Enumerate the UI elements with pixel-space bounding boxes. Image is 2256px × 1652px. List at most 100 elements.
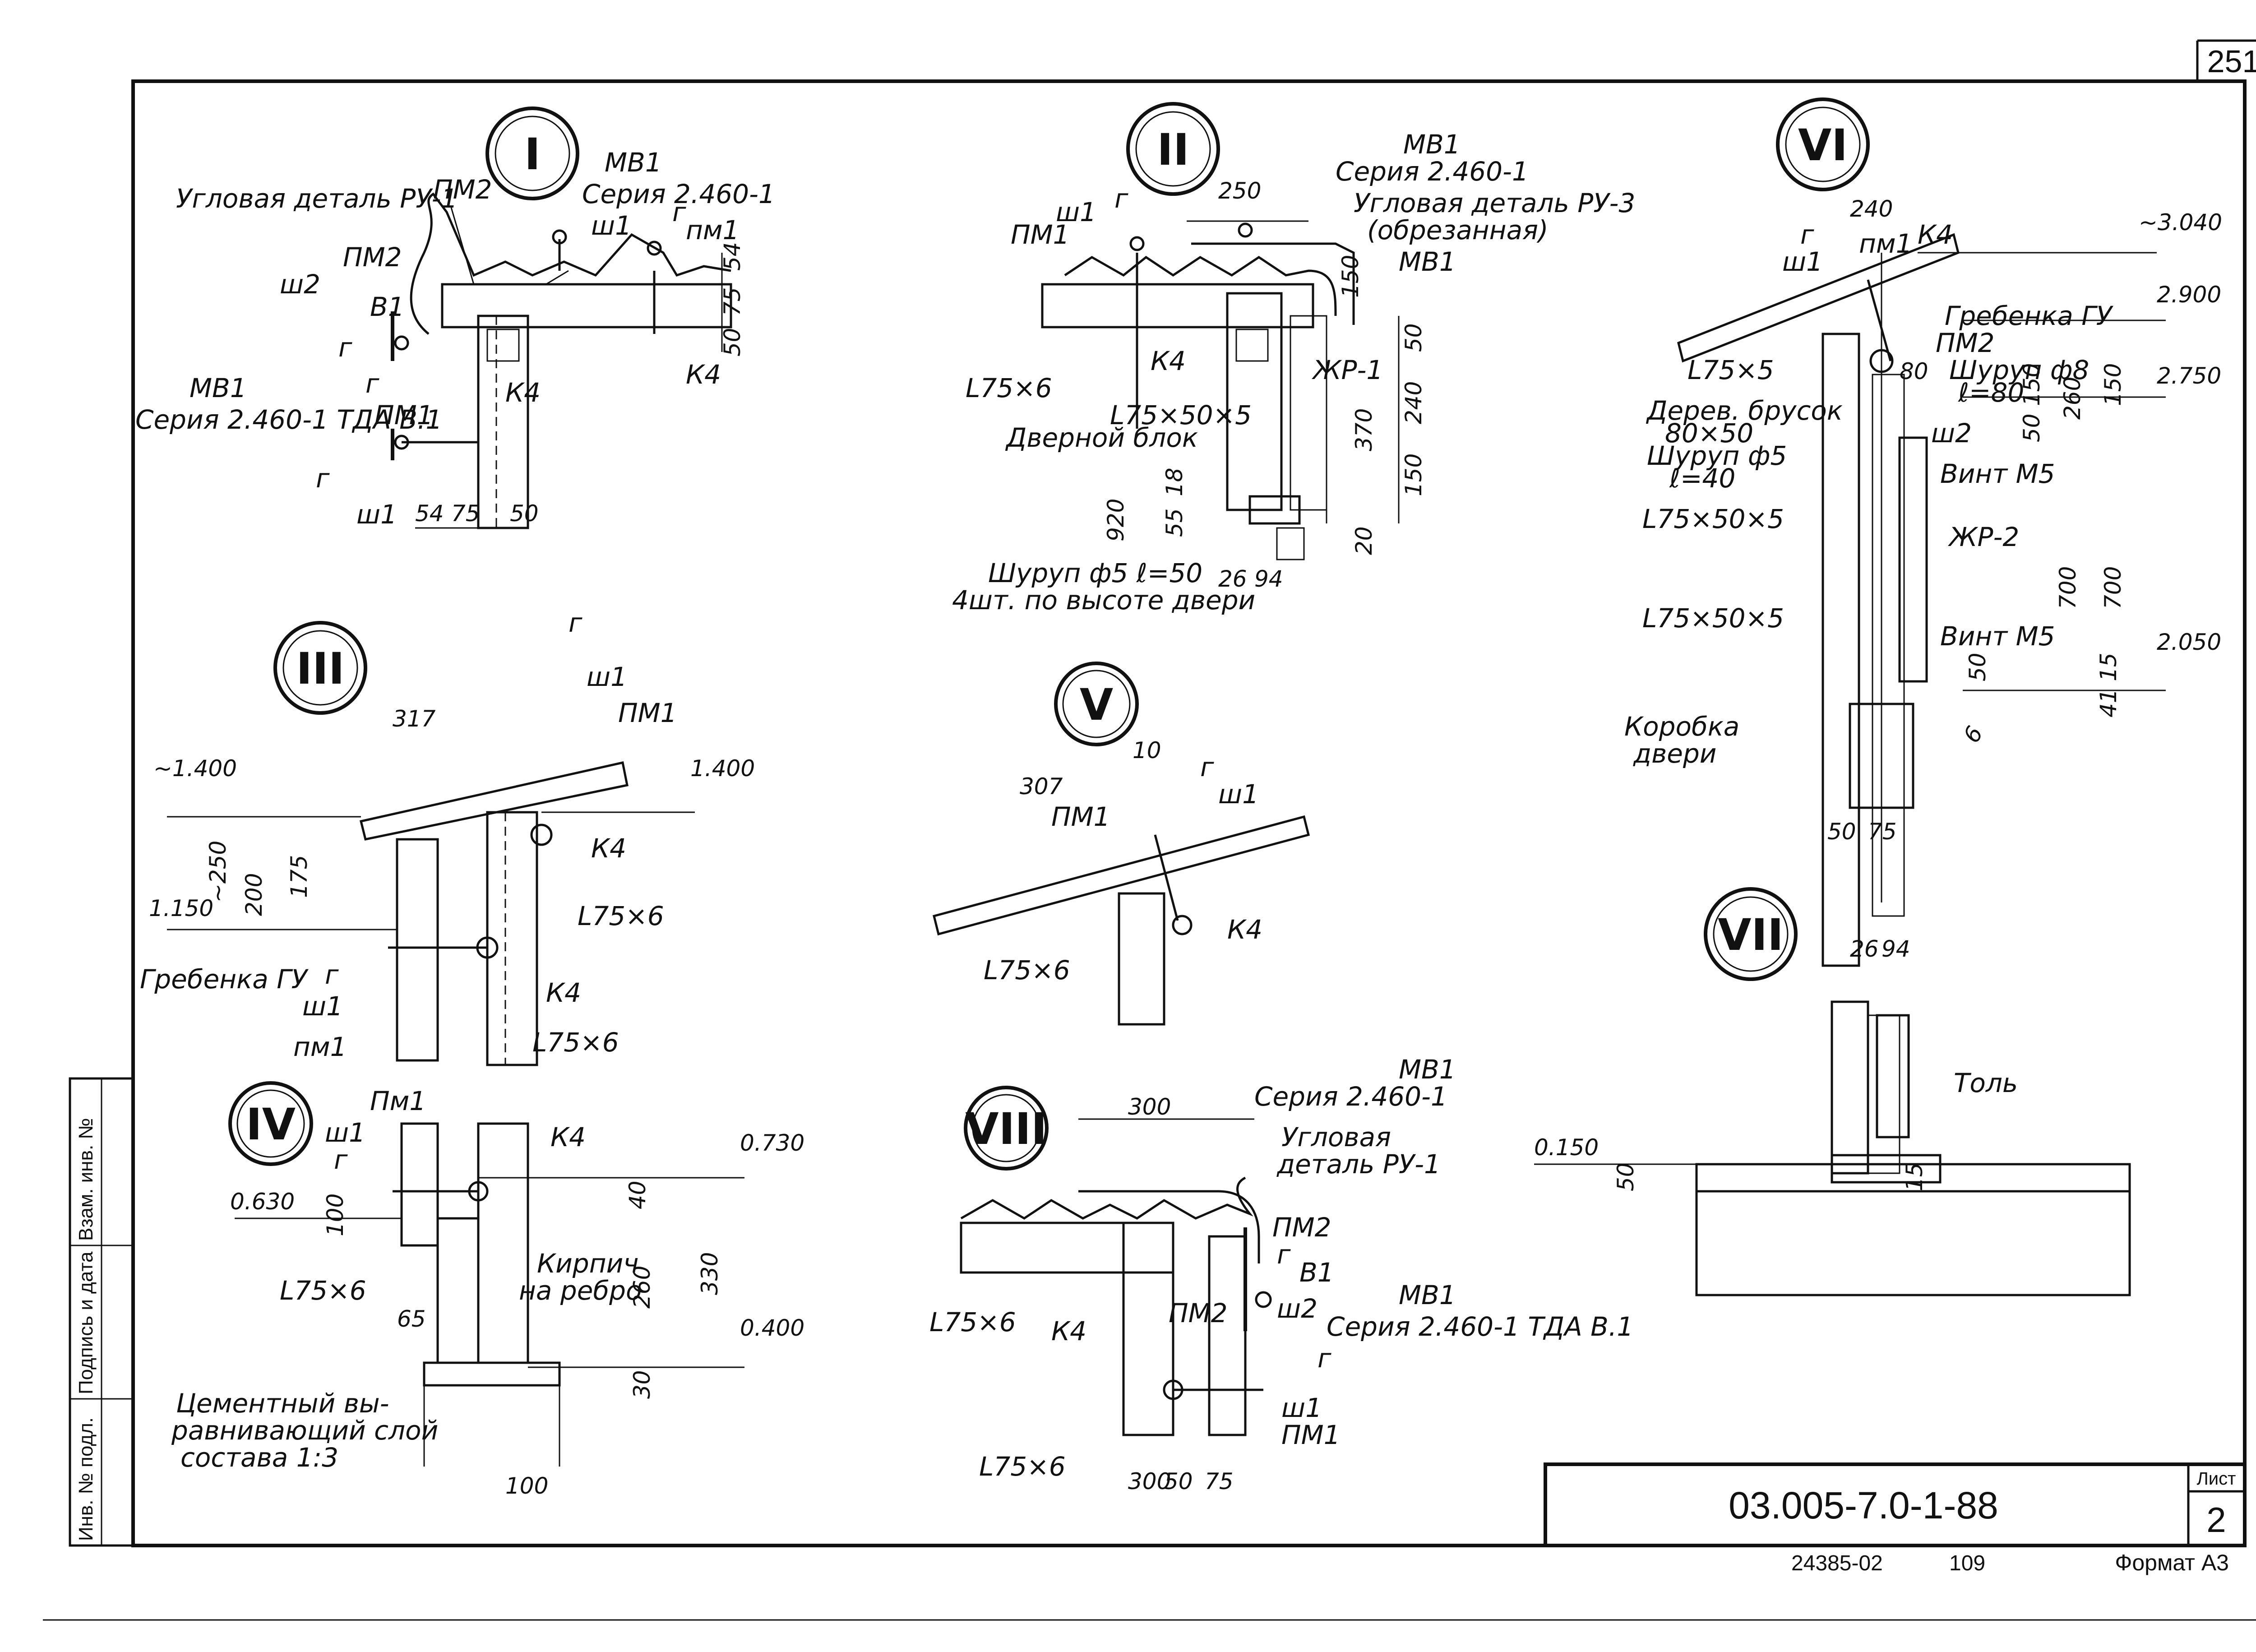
svg-text:ПМ1: ПМ1	[1051, 801, 1110, 832]
svg-text:75: 75	[719, 287, 745, 316]
svg-text:ℓ=80: ℓ=80	[1958, 377, 2024, 408]
svg-text:двери: двери	[1633, 738, 1716, 769]
detail-VIII-number: VIII	[965, 1104, 1047, 1154]
svg-text:Винт М5: Винт М5	[1940, 458, 2055, 489]
svg-text:30: 30	[629, 1370, 655, 1399]
svg-text:ш1: ш1	[587, 662, 627, 692]
svg-text:15: 15	[1901, 1162, 1928, 1191]
svg-text:4шт. по высоте двери: 4шт. по высоте двери	[952, 585, 1255, 615]
document-code: 03.005-7.0-1-88	[1729, 1484, 1998, 1527]
svg-text:ш1: ш1	[591, 210, 632, 241]
svg-text:L75×6: L75×6	[966, 373, 1052, 403]
detail-VI: VI г ш1 пм1 К4 Гребенка ГУ ПМ2 Шуруп ф8 …	[1624, 97, 2222, 967]
svg-text:пм1: пм1	[293, 1032, 347, 1062]
svg-text:100: 100	[322, 1194, 348, 1236]
svg-text:Серия 2.460-1: Серия 2.460-1	[1336, 156, 1529, 187]
svg-text:равнивающий слой: равнивающий слой	[171, 1415, 438, 1446]
svg-text:Серия 2.460-1: Серия 2.460-1	[1254, 1081, 1447, 1112]
svg-text:ПМ1: ПМ1	[618, 698, 677, 728]
svg-text:Коробка: Коробка	[1624, 711, 1739, 742]
svg-text:L75×50×5: L75×50×5	[1642, 504, 1784, 534]
svg-text:L75×6: L75×6	[984, 955, 1070, 986]
svg-text:50: 50	[719, 328, 745, 356]
svg-text:МВ1: МВ1	[190, 373, 247, 403]
svg-text:240: 240	[1401, 381, 1427, 424]
svg-text:50: 50	[1965, 652, 1991, 681]
svg-text:К4: К4	[550, 1122, 586, 1152]
sheet-label: Лист	[2197, 1469, 2236, 1489]
svg-text:деталь РУ-1: деталь РУ-1	[1276, 1149, 1441, 1180]
svg-text:ЖР-1: ЖР-1	[1312, 355, 1383, 385]
svg-text:Шуруп ф5 ℓ=50: Шуруп ф5 ℓ=50	[988, 558, 1202, 588]
svg-text:0.630: 0.630	[230, 1189, 295, 1215]
svg-text:Шуруп ф5: Шуруп ф5	[1647, 440, 1787, 471]
svg-text:94: 94	[1882, 936, 1910, 962]
svg-text:0.400: 0.400	[740, 1315, 804, 1341]
svg-text:41: 41	[2095, 689, 2122, 717]
svg-text:Серия 2.460-1 ТДА В.1: Серия 2.460-1 ТДА В.1	[1327, 1311, 1633, 1342]
svg-text:L75×6: L75×6	[532, 1027, 619, 1058]
svg-text:Серия 2.460-1 ТДА В.1: Серия 2.460-1 ТДА В.1	[135, 404, 442, 435]
archive-page: 109	[1949, 1551, 1985, 1575]
svg-text:Дерев. брусок: Дерев. брусок	[1646, 395, 1843, 426]
svg-text:65: 65	[397, 1306, 426, 1332]
svg-text:г: г	[1277, 1239, 1291, 1270]
svg-text:200: 200	[241, 873, 267, 916]
svg-text:Дверной блок: Дверной блок	[1005, 422, 1198, 453]
svg-text:50: 50	[1401, 323, 1427, 352]
svg-text:г: г	[316, 463, 330, 494]
stamp-inv-original: Инв. № подл.	[75, 1417, 97, 1541]
svg-text:94: 94	[1254, 566, 1283, 592]
svg-text:260: 260	[2059, 377, 2085, 420]
archive-number: 24385-02	[1791, 1551, 1883, 1575]
svg-text:ℓ=40: ℓ=40	[1669, 463, 1735, 494]
svg-text:26: 26	[1850, 936, 1879, 962]
svg-text:К4: К4	[686, 359, 721, 390]
detail-VIII-dim-300: 300	[1128, 1094, 1171, 1120]
svg-text:состава 1:3: состава 1:3	[180, 1442, 338, 1473]
svg-text:МВ1: МВ1	[605, 147, 662, 178]
svg-text:ПМ1: ПМ1	[1281, 1420, 1341, 1450]
svg-text:300: 300	[1128, 1468, 1171, 1495]
svg-text:L75×50×5: L75×50×5	[1642, 603, 1784, 634]
svg-text:50: 50	[1827, 819, 1856, 845]
sheet-frame	[43, 39, 2256, 1621]
detail-III: III г ш1 ПМ1 К4 L75×6 К4 L75×6 Гребенка …	[140, 607, 755, 1066]
svg-text:(обрезанная): (обрезанная)	[1367, 215, 1549, 245]
svg-text:18: 18	[1161, 467, 1188, 496]
svg-text:54: 54	[719, 242, 745, 271]
svg-text:г: г	[325, 959, 339, 990]
svg-text:К4: К4	[1051, 1316, 1086, 1347]
svg-text:пм1: пм1	[1859, 228, 1913, 259]
svg-text:175: 175	[286, 855, 312, 898]
format-label: Формат А3	[2115, 1550, 2229, 1575]
svg-text:700: 700	[2055, 566, 2081, 609]
svg-text:Гребенка ГУ: Гребенка ГУ	[140, 964, 309, 995]
svg-text:г: г	[365, 368, 379, 399]
detail-V-number: V	[1080, 680, 1113, 730]
svg-text:МВ1: МВ1	[1399, 1054, 1456, 1085]
svg-text:1.150: 1.150	[149, 895, 213, 921]
svg-text:920: 920	[1103, 499, 1129, 541]
svg-text:10: 10	[1133, 737, 1161, 764]
detail-VI-number: VI	[1798, 120, 1848, 171]
svg-text:50: 50	[1164, 1468, 1193, 1495]
svg-text:г: г	[1114, 183, 1128, 214]
svg-text:К4: К4	[1227, 914, 1262, 945]
svg-text:г: г	[672, 197, 686, 227]
detail-I-number: I	[524, 129, 541, 180]
svg-text:80: 80	[1900, 358, 1928, 384]
svg-text:317: 317	[393, 706, 436, 732]
stamp-signature-date: Подпись и дата	[75, 1251, 97, 1394]
svg-text:г: г	[334, 1144, 348, 1175]
svg-text:г: г	[1200, 752, 1214, 782]
svg-text:К4: К4	[1918, 219, 1953, 250]
svg-text:150: 150	[1337, 255, 1364, 298]
svg-text:75: 75	[1205, 1468, 1234, 1495]
svg-text:Шуруп ф8: Шуруп ф8	[1949, 355, 2089, 385]
svg-text:ш1: ш1	[1782, 246, 1823, 277]
svg-text:50: 50	[510, 500, 539, 527]
svg-text:Винт М5: Винт М5	[1940, 621, 2055, 652]
svg-text:Толь: Толь	[1954, 1068, 2018, 1098]
svg-text:150: 150	[1401, 453, 1427, 496]
